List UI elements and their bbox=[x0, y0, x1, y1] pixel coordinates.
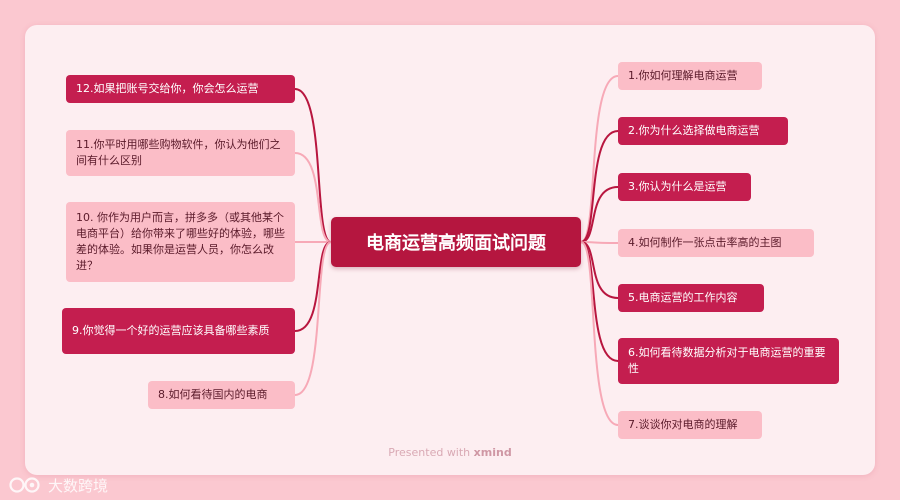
topic-right-2[interactable]: 2.你为什么选择做电商运营 bbox=[618, 117, 788, 145]
xmind-brand: xmind bbox=[473, 446, 512, 459]
topic-left-3[interactable]: 10. 你作为用户而言，拼多多（或其他某个电商平台）给你带来了哪些好的体验，哪些… bbox=[66, 202, 295, 282]
topic-left-1[interactable]: 12.如果把账号交给你，你会怎么运营 bbox=[66, 75, 295, 103]
presented-with-footer: Presented with xmind bbox=[0, 446, 900, 459]
presented-with-label: Presented with bbox=[388, 446, 471, 459]
topic-left-4[interactable]: 9.你觉得一个好的运营应该具备哪些素质 bbox=[62, 308, 295, 354]
topic-right-1[interactable]: 1.你如何理解电商运营 bbox=[618, 62, 762, 90]
topic-left-5[interactable]: 8.如何看待国内的电商 bbox=[148, 381, 295, 409]
watermark-logo-icon bbox=[9, 477, 40, 493]
central-topic[interactable]: 电商运营高频面试问题 bbox=[331, 217, 581, 267]
topic-left-2[interactable]: 11.你平时用哪些购物软件，你认为他们之间有什么区别 bbox=[66, 130, 295, 176]
topic-right-4[interactable]: 4.如何制作一张点击率高的主图 bbox=[618, 229, 814, 257]
topic-right-5[interactable]: 5.电商运营的工作内容 bbox=[618, 284, 764, 312]
topic-right-7[interactable]: 7.谈谈你对电商的理解 bbox=[618, 411, 762, 439]
watermark-text: 大数跨境 bbox=[48, 476, 109, 495]
topic-right-3[interactable]: 3.你认为什么是运营 bbox=[618, 173, 751, 201]
topic-right-6[interactable]: 6.如何看待数据分析对于电商运营的重要性 bbox=[618, 338, 839, 384]
watermark: 大数跨境 bbox=[8, 474, 108, 496]
